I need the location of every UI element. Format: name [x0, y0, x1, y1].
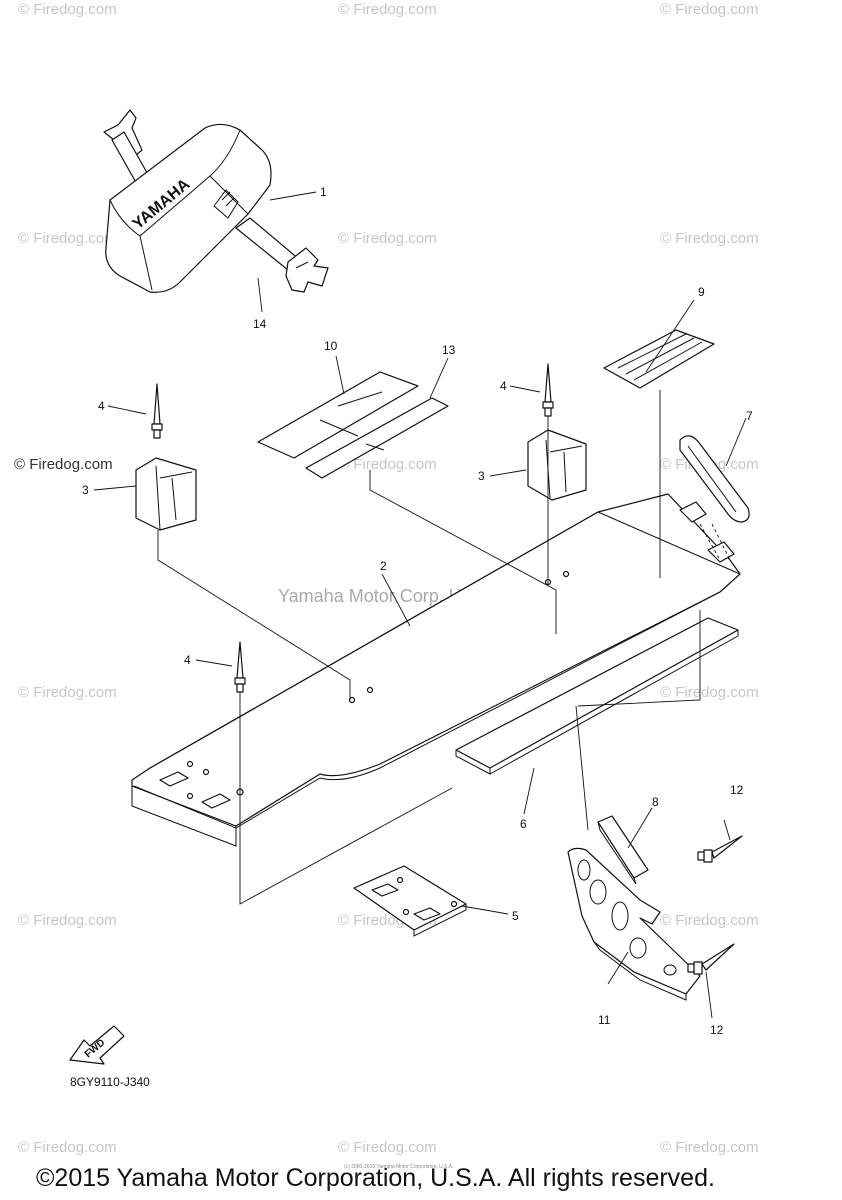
leader-lines — [93, 191, 747, 1019]
callout-3-left: 3 — [82, 483, 89, 497]
strip-6 — [455, 617, 739, 775]
plate-part-2 — [131, 493, 741, 847]
rivet-12-lower — [687, 943, 735, 975]
watermark: © Firedog.com — [338, 1139, 437, 1156]
pad-9 — [603, 329, 715, 389]
fine-print: (c) 2000-2015 Yamaha Motor Corporation, … — [344, 1164, 454, 1170]
callout-4-bottom: 4 — [184, 653, 191, 667]
sticker-10-13 — [257, 371, 449, 479]
bracket-11 — [567, 847, 701, 1001]
copyright-notice: ©2015 Yamaha Motor Corporation, U.S.A. A… — [36, 1164, 715, 1192]
watermark: © Firedog.com — [660, 912, 759, 929]
callout-1: 1 — [320, 185, 327, 199]
watermark: © Firedog.com — [660, 684, 759, 701]
callout-12-lower: 12 — [710, 1023, 724, 1037]
cover-part-1: YAMAHA — [103, 109, 329, 293]
callout-2: 2 — [380, 559, 387, 573]
watermark: © Firedog.com — [18, 1139, 117, 1156]
callout-4-left: 4 — [98, 399, 105, 413]
handle-7 — [679, 435, 750, 523]
watermark: © Firedog.com — [660, 1, 759, 18]
callout-14: 14 — [253, 317, 267, 331]
callout-12-upper: 12 — [730, 783, 744, 797]
watermark: © Firedog.com — [18, 912, 117, 929]
watermark: © Firedog.com — [18, 684, 117, 701]
watermark: © Firedog.com — [338, 1, 437, 18]
callout-5: 5 — [512, 909, 519, 923]
callout-3-right: 3 — [478, 469, 485, 483]
clip-3-right — [527, 429, 587, 501]
callout-6: 6 — [520, 817, 527, 831]
rivet-4-bottom — [234, 641, 246, 693]
callout-10: 10 — [324, 339, 338, 353]
clip-3-left — [135, 457, 197, 531]
callout-labels: 1 14 10 13 9 7 4 4 4 3 3 2 6 8 5 11 12 1… — [82, 185, 753, 1037]
fwd-arrow-icon: FWD — [69, 1025, 125, 1065]
watermark: © Firedog.com — [660, 1139, 759, 1156]
callout-13: 13 — [442, 343, 456, 357]
rivet-4-left — [151, 383, 163, 439]
watermark: © Firedog.com — [18, 1, 117, 18]
watermark: © Firedog.com — [338, 456, 437, 473]
watermark: © Firedog.com — [660, 230, 759, 247]
callout-11: 11 — [598, 1013, 611, 1027]
diagram-code: 8GY9110-J340 — [70, 1075, 150, 1089]
watermark: © Firedog.com — [338, 230, 437, 247]
block-8 — [597, 815, 649, 885]
watermark: © Firedog.com — [14, 456, 113, 473]
callout-8: 8 — [652, 795, 659, 809]
rivet-12-upper — [697, 835, 743, 863]
callout-4-right: 4 — [500, 379, 507, 393]
watermark: © Firedog.com — [18, 230, 117, 247]
callout-9: 9 — [698, 285, 705, 299]
rivet-4-right — [542, 363, 554, 417]
callout-7: 7 — [746, 409, 753, 423]
plate-5 — [353, 865, 467, 937]
